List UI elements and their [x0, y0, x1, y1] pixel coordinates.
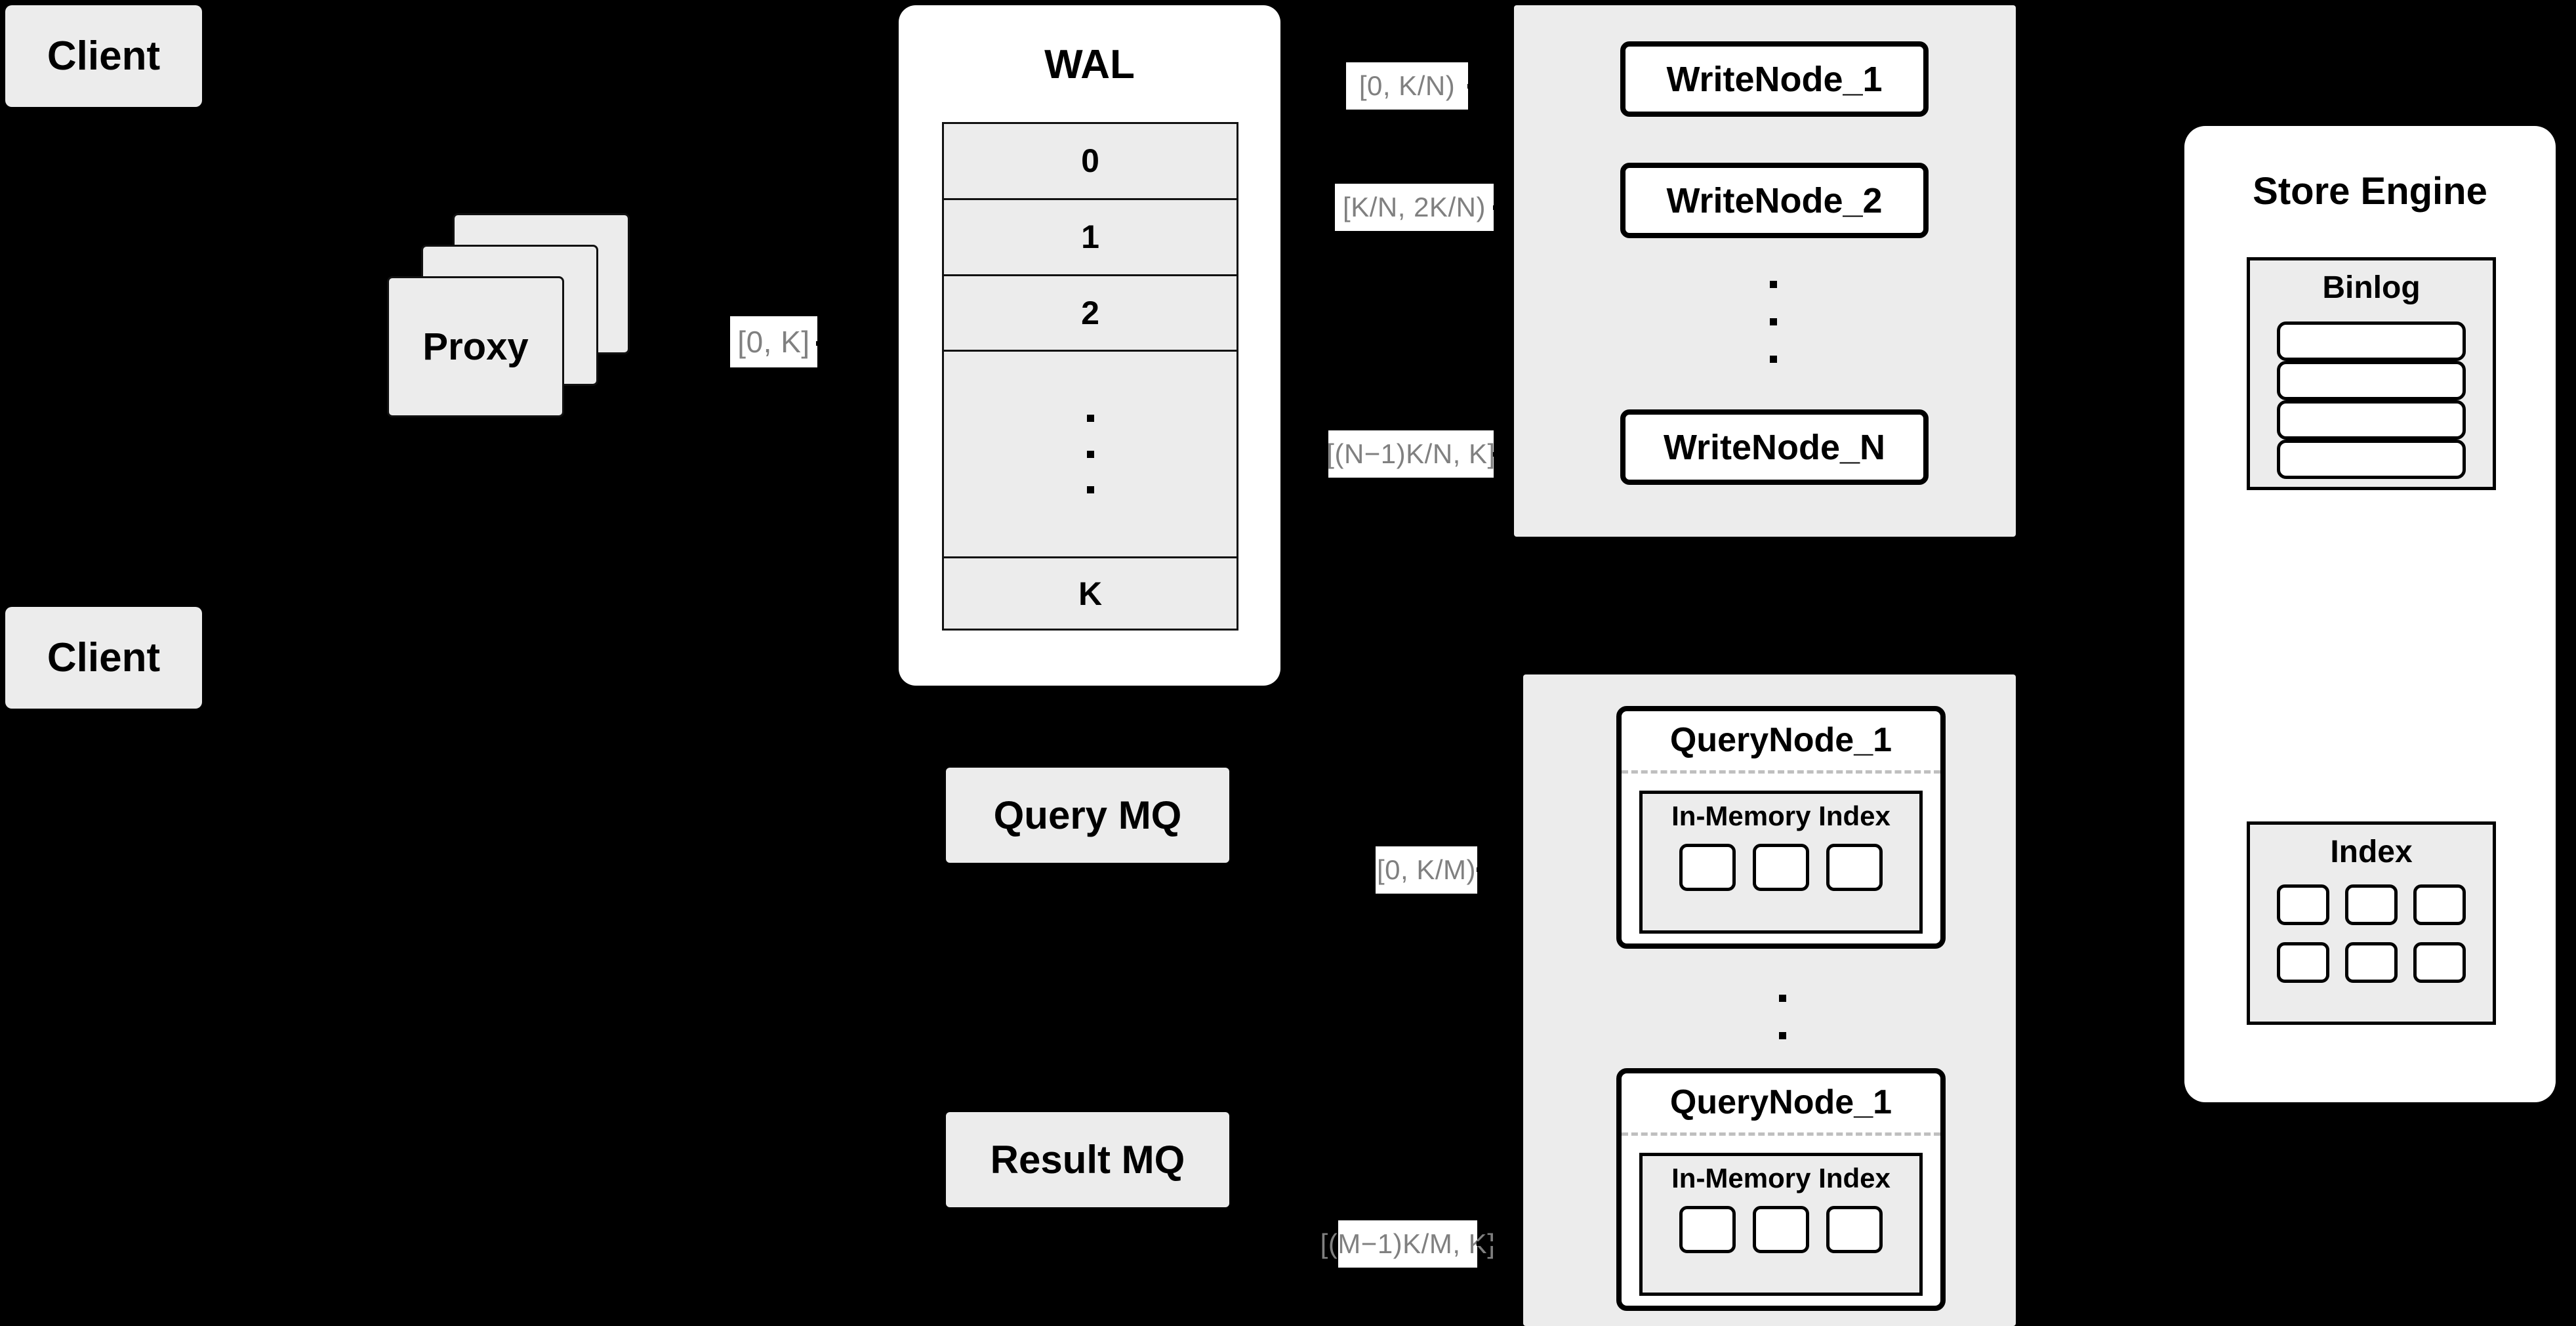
query-node-m-divider: [1622, 1132, 1940, 1136]
query-node-vertical-dots-icon: [1776, 995, 1789, 1077]
wal-row-ellipsis: [944, 352, 1237, 559]
wal-row-label: 2: [1081, 294, 1099, 331]
writenode-2-range-text: [K/N, 2K/N): [1343, 192, 1486, 222]
result-mq-label: Result MQ: [990, 1138, 1185, 1182]
store-engine-title: Store Engine: [2253, 170, 2487, 213]
binlog-row[interactable]: [2277, 361, 2466, 400]
proxy-to-wal-arrow-head: [875, 329, 900, 358]
index-cell[interactable]: [2413, 942, 2466, 983]
writenode-n-range-text: [(N−1)K/N, K]: [1326, 438, 1496, 469]
binlog-row[interactable]: [2277, 321, 2466, 361]
query-node-m-in-memory-index: In-Memory Index: [1639, 1153, 1923, 1296]
wal-row[interactable]: 1: [944, 200, 1237, 276]
client-label-1: Client: [47, 33, 161, 79]
write-node-n[interactable]: WriteNode_N: [1620, 409, 1929, 485]
in-memory-index-title-2: In-Memory Index: [1671, 1163, 1891, 1193]
query-node-1-divider: [1622, 770, 1940, 774]
wal-row[interactable]: K: [944, 558, 1237, 629]
binlog-row[interactable]: [2277, 400, 2466, 440]
in-memory-index-title-1: In-Memory Index: [1671, 800, 1891, 831]
write-node-n-label: WriteNode_N: [1663, 427, 1886, 467]
wal-panel: WAL 0 1 2 K: [899, 5, 1280, 686]
wal-title: WAL: [1044, 42, 1135, 87]
writenode-n-range-label: [(N−1)K/N, K]: [1326, 430, 1496, 478]
client-box-2[interactable]: Client: [5, 607, 202, 709]
writenode-1-range-label: [0, K/N): [1346, 62, 1468, 110]
in-memory-index-slot[interactable]: [1826, 1206, 1883, 1253]
index-cell[interactable]: [2345, 884, 2398, 925]
wal-row-label: 1: [1081, 218, 1099, 256]
proxy-to-wal-arrow-line-2: [816, 341, 875, 346]
query-node-1-label: QueryNode_1: [1669, 721, 1892, 759]
querynode-m-range-text: [(M−1)K/M, K]: [1320, 1228, 1496, 1259]
query-node-m-label: QueryNode_1: [1669, 1083, 1892, 1121]
binlog-title: Binlog: [2322, 270, 2421, 305]
query-mq-box[interactable]: Query MQ: [946, 768, 1229, 863]
index-cell[interactable]: [2413, 884, 2466, 925]
writenode-2-range-label: [K/N, 2K/N): [1335, 184, 1494, 231]
store-engine-panel: Store Engine Binlog Index: [2184, 126, 2556, 1102]
write-node-2-label: WriteNode_2: [1666, 180, 1883, 220]
proxy-stack-card-front[interactable]: Proxy: [387, 276, 564, 417]
range-label-text-0k: [0, K]: [737, 325, 810, 359]
wal-table: 0 1 2 K: [942, 122, 1238, 631]
in-memory-index-slot[interactable]: [1679, 1206, 1736, 1253]
write-node-1-label: WriteNode_1: [1666, 59, 1883, 99]
binlog-inbound-arrow-line: [2144, 390, 2184, 394]
writenode-1-range-text: [0, K/N): [1359, 70, 1456, 101]
proxy-stack[interactable]: Proxy: [380, 213, 669, 430]
proxy-to-wal-range-label: [0, K]: [730, 316, 817, 367]
query-node-cluster-panel: QueryNode_1 In-Memory Index QueryNode_1 …: [1523, 674, 2016, 1326]
client-box-1[interactable]: Client: [5, 5, 202, 107]
wal-vertical-dots-icon: [1086, 415, 1094, 494]
wal-row[interactable]: 0: [944, 124, 1237, 200]
proxy-to-wal-arrow-line: [669, 341, 731, 346]
query-node-1-in-memory-index: In-Memory Index: [1639, 791, 1923, 934]
write-node-2[interactable]: WriteNode_2: [1620, 163, 1929, 238]
in-memory-index-slot[interactable]: [1753, 844, 1809, 891]
wal-row-label: K: [1078, 575, 1103, 612]
proxy-label: Proxy: [422, 325, 529, 368]
index-cell[interactable]: [2345, 942, 2398, 983]
result-mq-box[interactable]: Result MQ: [946, 1112, 1229, 1207]
binlog-box: Binlog: [2247, 257, 2496, 490]
index-cell[interactable]: [2277, 942, 2329, 983]
index-box: Index: [2247, 821, 2496, 1025]
write-node-1[interactable]: WriteNode_1: [1620, 41, 1929, 117]
index-cell[interactable]: [2277, 884, 2329, 925]
query-mq-label: Query MQ: [993, 793, 1182, 837]
in-memory-index-slot[interactable]: [1679, 844, 1736, 891]
querynode-1-range-text: [0, K/M): [1376, 854, 1477, 885]
write-node-cluster-panel: WriteNode_1 WriteNode_2 WriteNode_N: [1514, 5, 2016, 537]
binlog-row[interactable]: [2277, 440, 2466, 479]
index-title: Index: [2330, 835, 2413, 869]
in-memory-index-slot[interactable]: [1826, 844, 1883, 891]
client-label-2: Client: [47, 635, 161, 680]
querynode-1-range-label: [0, K/M): [1376, 846, 1477, 894]
query-node-1[interactable]: QueryNode_1 In-Memory Index: [1616, 706, 1946, 949]
wal-row[interactable]: 2: [944, 276, 1237, 352]
index-inbound-arrow-line: [2144, 947, 2184, 952]
query-node-m[interactable]: QueryNode_1 In-Memory Index: [1616, 1068, 1946, 1311]
querynode-m-range-label: [(M−1)K/M, K]: [1320, 1220, 1495, 1268]
write-node-vertical-dots-icon: [1767, 281, 1780, 363]
wal-row-label: 0: [1081, 142, 1099, 180]
in-memory-index-slot[interactable]: [1753, 1206, 1809, 1253]
